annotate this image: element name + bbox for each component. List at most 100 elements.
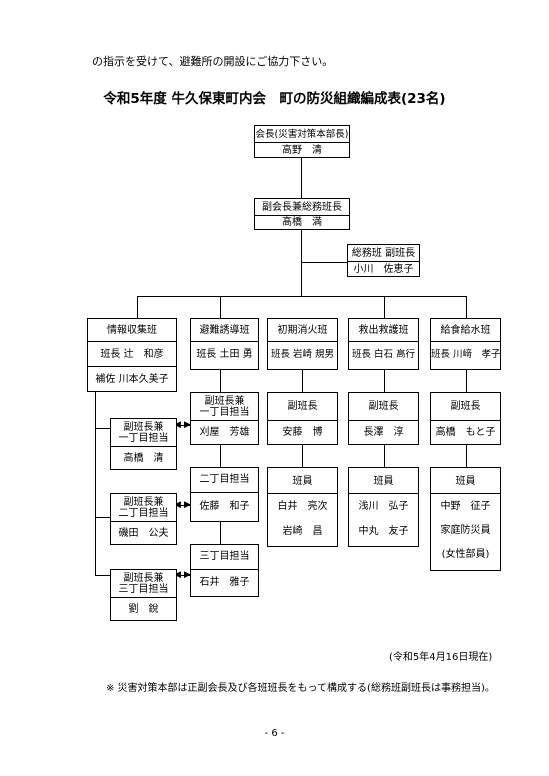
evac-sub-3-box: 三丁目担当 石井 雅子 [190, 544, 259, 597]
arrow-line [177, 425, 191, 426]
connector-line [95, 428, 110, 429]
fire-member-2: 岩崎 昌 [282, 526, 323, 537]
footnote: ※ 災害対策本部は正副会長及び各班班長をもって構成する(総務班副班長は事務担当)… [106, 683, 495, 694]
chief-box: 会長(災害対策本部長) 高野 清 [254, 125, 350, 158]
info-sub-1-role-line1: 副班長兼 [123, 422, 164, 433]
chief-name: 高野 清 [282, 145, 322, 156]
fire-team-leader: 班長 岩崎 規男 [270, 349, 335, 360]
connector-line [301, 230, 302, 296]
fire-sub-name: 安藤 博 [282, 427, 323, 438]
supply-team-name: 給食給水班 [440, 325, 491, 336]
info-team-leader: 班長 辻 和彦 [100, 349, 164, 360]
info-sub-1-name: 高橋 清 [123, 453, 164, 464]
connector-line [137, 296, 467, 297]
info-team-box: 情報収集班 班長 辻 和彦 補佐 川本久美子 [87, 318, 177, 392]
rescue-member-1: 浅川 弘子 [358, 501, 409, 512]
vice-role: 副会長兼総務班長 [262, 202, 342, 213]
info-sub-3-box: 副班長兼 三丁目担当 劉 銳 [110, 569, 177, 621]
vice-name: 髙橋 満 [282, 217, 322, 228]
rescue-team-leader: 班長 白石 高行 [351, 349, 416, 360]
connector-line [301, 262, 347, 263]
rescue-sub-role: 副班長 [368, 401, 399, 412]
fire-member-1: 白井 亮次 [277, 501, 328, 512]
info-team-deputy: 補佐 川本久美子 [95, 374, 169, 385]
double-arrow-icon: ▶ [184, 570, 191, 580]
double-arrow-icon: ▶ [184, 500, 191, 510]
connector-line [302, 370, 303, 392]
info-team-name: 情報収集班 [107, 325, 157, 336]
connector-line [220, 296, 221, 318]
evac-sub-1-role-line1: 副班長兼 [204, 396, 245, 407]
admin-box: 総務班 副班長 小川 佐恵子 [347, 244, 420, 277]
connector-line [220, 522, 221, 544]
evac-sub-1-role-line2: 一丁目担当 [199, 407, 250, 418]
chief-role: 会長(災害対策本部長) [255, 129, 349, 140]
connector-line [384, 370, 385, 392]
connector-line [384, 296, 385, 318]
rescue-members-role: 班員 [373, 476, 394, 487]
evac-sub-3-name: 石井 雅子 [199, 577, 250, 588]
supply-sub-name: 高橋 もと子 [435, 427, 496, 438]
rescue-members-box: 班員 浅川 弘子 中丸 友子 [348, 467, 419, 547]
arrow-line [177, 575, 191, 576]
as-of-date: (令和5年4月16日現在) [389, 652, 493, 663]
supply-sub-box: 副班長 高橋 もと子 [430, 392, 501, 445]
fire-sub-box: 副班長 安藤 博 [267, 392, 338, 445]
arrow-line [177, 505, 191, 506]
supply-members-box: 班員 中野 征子 家庭防災員 (女性部員) [430, 467, 501, 571]
connector-line [466, 296, 467, 318]
evac-sub-1-name: 刈屋 芳雄 [199, 427, 250, 438]
rescue-sub-box: 副班長 長澤 淳 [348, 392, 419, 445]
info-sub-1-role-line2: 一丁目担当 [118, 433, 169, 444]
fire-members-box: 班員 白井 亮次 岩崎 昌 [267, 467, 338, 547]
evac-sub-3-role: 三丁目担当 [199, 551, 250, 562]
info-sub-2-role-line2: 二丁目担当 [118, 508, 169, 519]
double-arrow-icon: ◀ [174, 500, 181, 510]
connector-line [302, 445, 303, 467]
page-number: - 6 - [264, 728, 285, 739]
supply-sub-role: 副班長 [450, 401, 481, 412]
supply-team-box: 給食給水班 班長 川﨑 孝子 [430, 318, 501, 370]
info-sub-2-name: 磯田 公夫 [118, 528, 169, 539]
evac-team-leader: 班長 土田 勇 [196, 349, 253, 360]
supply-member-3: (女性部員) [441, 549, 490, 560]
admin-name: 小川 佐恵子 [353, 264, 414, 275]
page-title: 令和5年度 牛久保東町内会 町の防災組織編成表(23名) [103, 91, 446, 107]
connector-line [466, 445, 467, 467]
info-sub-2-box: 副班長兼 二丁目担当 磯田 公夫 [110, 493, 177, 545]
evac-team-box: 避難誘導班 班長 土田 勇 [190, 318, 259, 370]
info-sub-2-role-line1: 副班長兼 [123, 497, 164, 508]
rescue-sub-name: 長澤 淳 [363, 427, 404, 438]
evac-sub-2-box: 二丁目担当 佐藤 和子 [190, 467, 259, 522]
supply-team-leader: 班長 川﨑 孝子 [431, 349, 501, 360]
fire-team-box: 初期消火班 班長 岩崎 規男 [267, 318, 338, 370]
connector-line [301, 158, 302, 198]
supply-member-1: 中野 征子 [440, 501, 491, 512]
info-sub-1-box: 副班長兼 一丁目担当 高橋 清 [110, 418, 177, 470]
fire-members-role: 班員 [292, 476, 313, 487]
rescue-member-2: 中丸 友子 [358, 526, 409, 537]
double-arrow-icon: ▶ [184, 420, 191, 430]
evac-sub-2-role: 二丁目担当 [199, 474, 250, 485]
rescue-team-name: 救出救護班 [358, 325, 409, 336]
info-sub-3-role-line1: 副班長兼 [123, 573, 164, 584]
rescue-team-box: 救出救護班 班長 白石 高行 [348, 318, 419, 370]
info-sub-3-role-line2: 三丁目担当 [118, 584, 169, 595]
admin-role: 総務班 副班長 [351, 248, 416, 259]
vice-box: 副会長兼総務班長 髙橋 満 [254, 198, 350, 230]
evac-sub-1-box: 副班長兼 一丁目担当 刈屋 芳雄 [190, 392, 259, 445]
connector-line [384, 445, 385, 467]
evac-team-name: 避難誘導班 [199, 325, 250, 336]
supply-member-2: 家庭防災員 [440, 525, 491, 536]
evac-sub-2-name: 佐藤 和子 [199, 501, 250, 512]
supply-members-role: 班員 [455, 476, 476, 487]
connector-line [137, 296, 138, 318]
connector-line [466, 370, 467, 392]
info-sub-3-name: 劉 銳 [128, 604, 159, 615]
double-arrow-icon: ◀ [174, 570, 181, 580]
double-arrow-icon: ◀ [174, 420, 181, 430]
connector-line [220, 370, 221, 392]
intro-text: の指示を受けて、避難所の開設にご協力下さい。 [92, 55, 334, 68]
fire-sub-role: 副班長 [287, 401, 318, 412]
connector-line [220, 445, 221, 467]
